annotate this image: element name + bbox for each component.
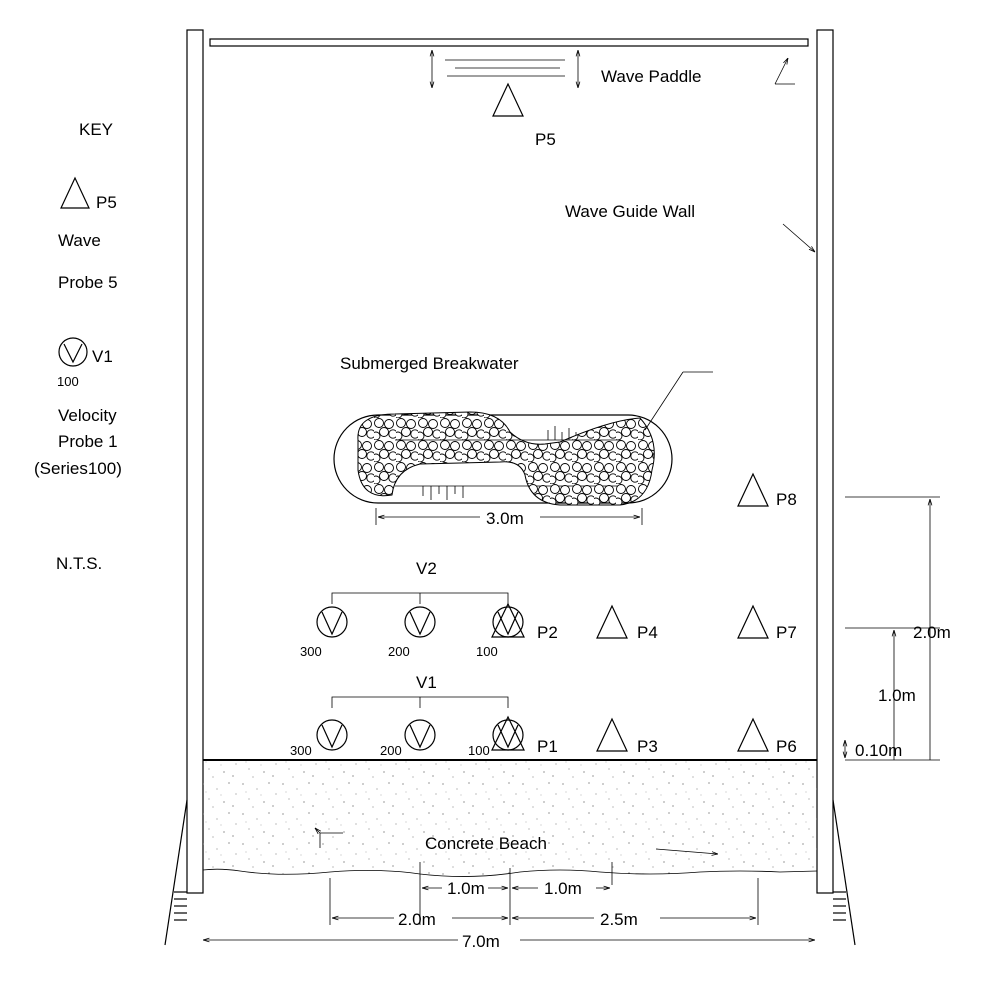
wave-probe-p1-label: P1: [537, 737, 558, 756]
left-wall-footing: [164, 799, 188, 946]
wave-probe-p5-icon: [492, 82, 524, 117]
key-velocity-probe-desc-3: (Series100): [34, 459, 122, 478]
key-velocity-probe-icon: [58, 337, 88, 367]
key-velocity-probe-label: V1: [92, 347, 113, 366]
wave-probe-p4-icon: [596, 604, 628, 639]
key-wave-probe-label: P5: [96, 193, 117, 212]
bottom-dim-inner-left-label: 1.0m: [447, 879, 485, 898]
dimension-1m-label: 1.0m: [878, 686, 916, 705]
concrete-beach-label: Concrete Beach: [425, 834, 547, 853]
wave-probe-p4-label: P4: [637, 623, 658, 642]
breakwater-length-label: 3.0m: [486, 509, 524, 528]
wave-probe-p3-icon: [596, 717, 628, 752]
velocity-probe-group-v1: [316, 696, 525, 751]
wave-probe-p6-label: P6: [776, 737, 797, 756]
submerged-breakwater: [333, 371, 713, 506]
key-velocity-probe-desc-2: Probe 1: [58, 432, 118, 451]
wave-probe-p2-label: P2: [537, 623, 558, 642]
wave-guide-wall-label: Wave Guide Wall: [565, 202, 695, 221]
scale-note: N.T.S.: [56, 554, 102, 573]
wave-probe-p6-icon: [737, 717, 769, 752]
wave-guide-wall-arrow: [782, 223, 815, 252]
wave-probe-p7-label: P7: [776, 623, 797, 642]
right-wave-guide-wall: [816, 29, 834, 894]
velocity-probe-group-v2: [316, 592, 525, 638]
breakwater-length-dimension: [375, 508, 643, 525]
key-wave-probe-desc-1: Wave: [58, 231, 101, 250]
dimension-2m-label: 2.0m: [913, 623, 951, 642]
key-title: KEY: [79, 120, 113, 139]
wave-probe-p5-label: P5: [535, 130, 556, 149]
v2-series-200: 200: [388, 644, 410, 659]
key-velocity-probe-series: 100: [57, 374, 79, 389]
wave-paddle-label: Wave Paddle: [601, 67, 701, 86]
concrete-beach: [202, 759, 818, 877]
key-wave-probe-icon: [60, 176, 90, 209]
v1-series-300: 300: [290, 743, 312, 758]
right-wall-footing: [832, 799, 856, 946]
wave-paddle: [209, 38, 809, 88]
probe-group-v1-label: V1: [416, 673, 437, 692]
bottom-dim-right-label: 2.5m: [600, 910, 638, 929]
bottom-dim-left-label: 2.0m: [398, 910, 436, 929]
bottom-dimensions: [203, 862, 815, 940]
v2-series-300: 300: [300, 644, 322, 659]
key-velocity-probe-desc-1: Velocity: [58, 406, 117, 425]
wave-probe-p3-label: P3: [637, 737, 658, 756]
wave-probe-p8-icon: [737, 472, 769, 507]
bottom-dim-inner-right-label: 1.0m: [544, 879, 582, 898]
left-wave-guide-wall: [186, 29, 204, 894]
v1-series-100: 100: [468, 743, 490, 758]
v1-series-200: 200: [380, 743, 402, 758]
total-width-label: 7.0m: [462, 932, 500, 951]
submerged-breakwater-label: Submerged Breakwater: [340, 354, 519, 373]
wave-probe-p7-icon: [737, 604, 769, 639]
right-dimensions: [845, 496, 940, 761]
v2-series-100: 100: [476, 644, 498, 659]
key-wave-probe-desc-2: Probe 5: [58, 273, 118, 292]
probe-group-v2-label: V2: [416, 559, 437, 578]
dimension-0-10m-label: 0.10m: [855, 741, 902, 760]
wave-probe-p8-label: P8: [776, 490, 797, 509]
